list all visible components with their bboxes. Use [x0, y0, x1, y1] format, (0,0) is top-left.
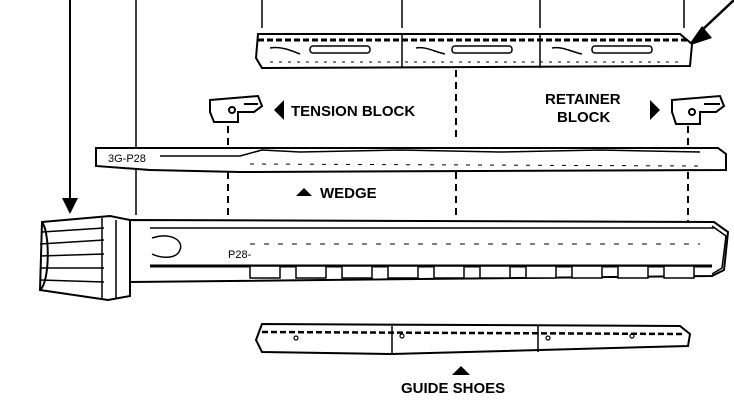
- down-arrow-icon: [62, 198, 78, 214]
- triangle-up-icon: [452, 366, 470, 375]
- upper-strip: [254, 33, 694, 70]
- tension-block-label: TENSION BLOCK: [291, 103, 415, 120]
- main-bar: [38, 214, 730, 302]
- diagonal-pointer-icon: [688, 0, 734, 46]
- main-bar-mark: P28-: [228, 249, 252, 261]
- dashed-guide-lines: [227, 70, 689, 222]
- triangle-up-icon: [296, 188, 312, 196]
- guide-shoes-part: [254, 322, 692, 356]
- retainer-block-label-line1: RETAINER: [545, 91, 621, 108]
- upper-bar: [95, 147, 727, 174]
- triangle-left-icon: [274, 100, 284, 120]
- wedge-label: WEDGE: [320, 185, 377, 202]
- upper-bar-mark: 3G-P28: [108, 153, 146, 165]
- triangle-right-icon: [650, 100, 660, 120]
- tension-block-part: [209, 94, 264, 123]
- retainer-block-label-line2: BLOCK: [557, 109, 610, 126]
- guide-shoes-label: GUIDE SHOES: [401, 380, 505, 397]
- top-leader-lines: [69, 0, 685, 215]
- retainer-block-part: [671, 94, 726, 125]
